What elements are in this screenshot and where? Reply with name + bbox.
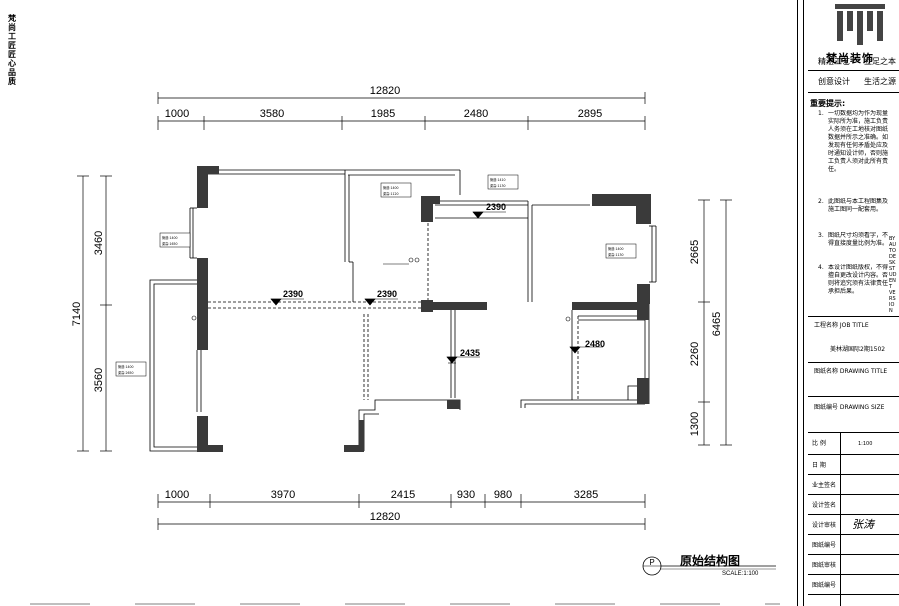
left-dimension-lines (77, 175, 112, 452)
right-dimension-lines (698, 199, 732, 446)
left-dim-1: 3460 (93, 231, 105, 255)
row-design-review-label: 设计审核 (812, 522, 837, 529)
thin-walls (149, 169, 657, 452)
pipe-label-1: 管道:1400 梁高:1120 (380, 182, 412, 198)
notes-heading: 重要提示: (810, 99, 846, 108)
level-label-4: 2435 (460, 348, 480, 358)
fixture-marks (191, 257, 571, 364)
level-label-3: 2390 (486, 202, 506, 212)
row-design-sign-label: 设计签名 (812, 502, 837, 509)
side-vertical-text: 梵尚工匠匠心品质 (8, 14, 16, 86)
bottom-dim-3: 2415 (391, 489, 415, 501)
side-code: BY AUTODESK STUDENT VERSION (889, 236, 897, 314)
right-total-dimension: 6465 (711, 312, 723, 336)
svg-text:梁高:2650: 梁高:2650 (118, 370, 134, 375)
note-text-2: 此图纸与本工程图集及施工图同一配套用。 (828, 198, 889, 213)
top-dim-3: 1985 (371, 108, 395, 120)
level-label-5: 2480 (585, 339, 605, 349)
svg-text:管道:1400: 管道:1400 (162, 235, 178, 240)
row-date-label: 日 期 (812, 462, 826, 469)
bottom-dim-2: 3970 (271, 489, 295, 501)
drawing-caption: 原始结构图 (680, 554, 741, 568)
svg-text:梁高:1130: 梁高:1130 (608, 252, 624, 257)
right-dim-1: 2665 (689, 240, 701, 264)
note-number-2: 2. (818, 198, 824, 205)
left-total-dimension: 7140 (71, 302, 83, 326)
slogan-1a: 精湛工艺 (818, 57, 850, 66)
svg-text:管道:1410: 管道:1410 (490, 177, 506, 182)
structural-walls (197, 166, 651, 452)
brand-name: 梵尚装饰 (826, 52, 874, 65)
svg-text:管道:1400: 管道:1400 (608, 246, 624, 251)
row-owner-sign-label: 业主签名 (812, 482, 837, 489)
floor-plan: 12820 1000 3580 1985 2480 2895 1000 3970… (30, 85, 780, 605)
drawing-title-label: 图纸名称 DRAWING TITLE (814, 368, 888, 375)
slogan-1b: 立足之本 (864, 57, 896, 66)
title-block (797, 0, 899, 606)
left-dim-2: 3560 (93, 368, 105, 392)
designer-signature: 张涛 (852, 518, 874, 531)
svg-text:梁高:1130: 梁高:1130 (490, 183, 506, 188)
bottom-dim-5: 980 (494, 489, 512, 501)
note-number-3: 3. (818, 232, 824, 239)
right-dim-2: 2260 (689, 342, 701, 366)
brand-logo-icon (835, 4, 885, 45)
top-total-dimension: 12820 (370, 85, 401, 97)
note-number-4: 4. (818, 264, 824, 271)
note-text-3: 图纸尺寸均须看字，不得直接度量比例为准。 (828, 232, 889, 247)
svg-text:管道:1400: 管道:1400 (118, 364, 134, 369)
project-name: 美林湖国际2期1502 (830, 346, 886, 353)
top-dim-2: 3580 (260, 108, 284, 120)
top-dim-1: 1000 (165, 108, 189, 120)
row-scale-label: 比 例 (812, 440, 826, 447)
pipe-label-4: 管道:1400 梁高:2650 (115, 361, 147, 377)
note-text-1: 一切数据均为作为现量实际所为准，施工负责人务须在工地核对图纸数据并所示之准确。如… (828, 110, 889, 173)
bottom-dim-6: 3285 (574, 489, 598, 501)
bottom-dim-4: 930 (457, 489, 475, 501)
level-markers (270, 211, 603, 364)
slogan-2b: 生活之源 (864, 77, 896, 86)
note-text-4: 本设计图纸版权，不得擅自更改设计内容。否则将追究须有法律责任承担后果。 (828, 264, 889, 295)
slogan-2a: 创意设计 (818, 77, 850, 86)
row-drawing-no-2-label: 图纸编号 (812, 582, 837, 589)
drawing-scale: SCALE:1:100 (722, 571, 759, 577)
note-number-1: 1. (818, 110, 824, 117)
top-dimension-lines (157, 92, 646, 130)
pipe-label-3: 管道:1400 梁高:1650 (159, 232, 191, 248)
pipe-label-2: 管道:1410 梁高:1130 (487, 174, 519, 190)
bottom-dimension-lines (157, 494, 646, 530)
row-scale-value: 1:100 (858, 441, 873, 447)
project-title-label: 工程名称 JOB TITLE (814, 322, 869, 329)
level-label-1: 2390 (283, 289, 303, 299)
svg-text:梁高:1650: 梁高:1650 (162, 241, 178, 246)
drawing-no-label: 图纸编号 DRAWING SIZE (814, 404, 885, 411)
top-dim-5: 2895 (578, 108, 602, 120)
top-dim-4: 2480 (464, 108, 488, 120)
row-drawing-review-label: 图纸审核 (812, 562, 837, 569)
level-label-2: 2390 (377, 289, 397, 299)
bottom-dim-1: 1000 (165, 489, 189, 501)
right-dim-3: 1300 (689, 412, 701, 436)
section-symbol: P (642, 556, 776, 576)
svg-text:梁高:1120: 梁高:1120 (383, 191, 399, 196)
svg-text:P: P (649, 558, 654, 567)
row-drawing-no-label: 图纸编号 (812, 542, 837, 549)
bottom-total-dimension: 12820 (370, 511, 401, 523)
svg-text:管道:1400: 管道:1400 (383, 185, 399, 190)
pipe-label-5: 管道:1400 梁高:1130 (605, 243, 637, 259)
